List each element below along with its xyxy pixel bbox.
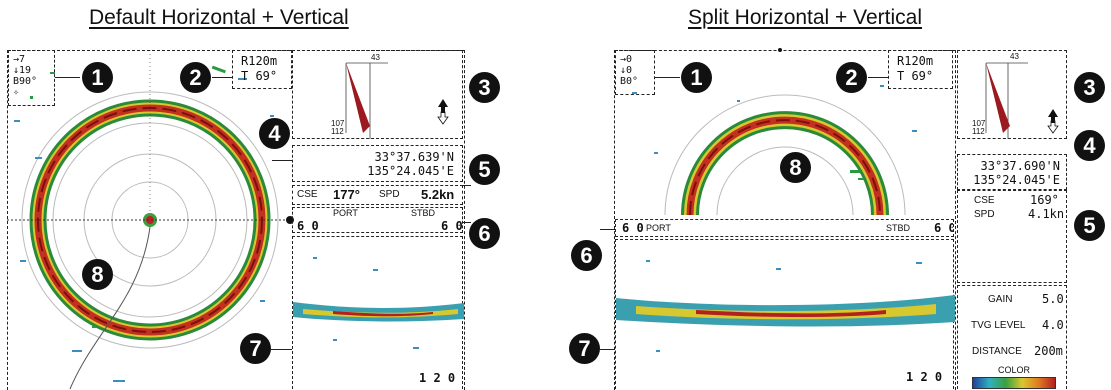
callout-8-right: 8 [780,152,811,183]
left-port-stbd-bar: PORT STBD 6 0 6 0 [292,207,463,233]
color-scale-bar [972,377,1056,389]
cursor-depth: ↓19 [13,65,32,76]
title-default: Default Horizontal + Vertical [89,6,349,29]
cursor-direction: →0 [620,54,633,65]
callout-4-right: 4 [1074,130,1105,161]
callout-3-left: 3 [469,72,500,103]
left-cse-spd-box: CSE 177° SPD 5.2kn [292,185,463,205]
callout-8-left: 8 [82,259,113,290]
right-vertical-sonar: 1 2 0 [615,239,955,389]
compass-top-label: 43 [1010,52,1019,61]
compass-top-label: 43 [371,53,380,62]
bar-right-value: 6 0 [934,221,954,235]
cursor-symbol: ✧ [13,87,20,98]
callout-3-right: 3 [1074,72,1105,103]
callout-5-right: 5 [1074,210,1105,241]
range-readout: R120m [241,54,278,68]
cse-label: CSE [974,195,995,206]
cse-label: CSE [297,189,318,200]
callout-7-left: 7 [240,333,271,364]
port-label: PORT [646,223,671,233]
callout-2-right: 2 [836,62,867,93]
callout-5-left: 5 [469,154,500,185]
callout-4-left: 4 [259,118,290,149]
callout-2-left: 2 [180,62,211,93]
spd-value: 4.1kn [1028,207,1065,221]
gain-label: GAIN [988,294,1013,305]
cursor-direction: →7 [13,54,26,65]
right-cursor-info-box: →0 ↓0 B0° [615,50,655,95]
cursor-bearing: B0° [620,76,639,87]
callout-1-right: 1 [681,62,712,93]
distance-label: DISTANCE [972,346,1022,357]
range-bottom-label: 1 2 0 [419,371,456,385]
cursor-bearing: B90° [13,76,38,87]
color-label: COLOR [998,365,1031,375]
cse-value: 169° [1030,193,1059,207]
longitude: 135°24.045'E [367,164,454,178]
longitude: 135°24.045'E [973,173,1060,187]
cursor-depth: ↓0 [620,65,633,76]
right-position-box: 33°37.690'N 135°24.045'E [957,154,1067,190]
latitude: 33°37.639'N [374,150,454,164]
spd-value: 5.2kn [421,187,455,202]
right-port-stbd-bar: 6 0 PORT STBD 6 0 [615,219,954,237]
range-readout: R120m [897,54,934,68]
right-settings-panel: GAIN 5.0 TVG LEVEL 4.0 DISTANCE 200m COL… [957,285,1067,389]
title-split: Split Horizontal + Vertical [688,6,923,29]
spd-label: SPD [974,209,995,220]
stbd-label: STBD [411,208,436,218]
bar-left-value: 6 0 [622,221,644,235]
bar-left-value: 6 0 [297,219,319,233]
spd-label: SPD [379,189,400,200]
cse-value: 177° [333,187,360,202]
left-cursor-info-box: →7 ↓19 B90° ✧ [8,50,55,106]
port-label: PORT [333,208,358,218]
tilt-readout: T 69° [241,69,278,83]
range-bottom-label: 1 2 0 [906,370,943,384]
gain-value: 5.0 [1042,292,1064,306]
stbd-label: STBD [886,223,911,233]
left-position-box: 33°37.639'N 135°24.045'E [292,145,463,182]
left-range-tilt-box: R120m T 69° [232,50,292,89]
callout-7-right: 7 [569,333,600,364]
distance-value: 200m [1034,344,1063,358]
callout-6-left: 6 [469,218,500,249]
bar-right-value: 6 0 [441,219,463,233]
latitude: 33°37.690'N [980,159,1060,173]
left-vertical-sonar: 1 2 0 [292,236,464,389]
callout-6-right: 6 [571,240,602,271]
right-display-frame [614,50,956,390]
tvg-level-value: 4.0 [1042,318,1064,332]
tvg-level-label: TVG LEVEL [971,320,1026,331]
tilt-readout: T 69° [897,69,934,83]
right-cse-spd-box: CSE 169° SPD 4.1kn [957,190,1067,283]
right-range-tilt-box: R120m T 69° [888,50,953,89]
callout-1-left: 1 [82,62,113,93]
